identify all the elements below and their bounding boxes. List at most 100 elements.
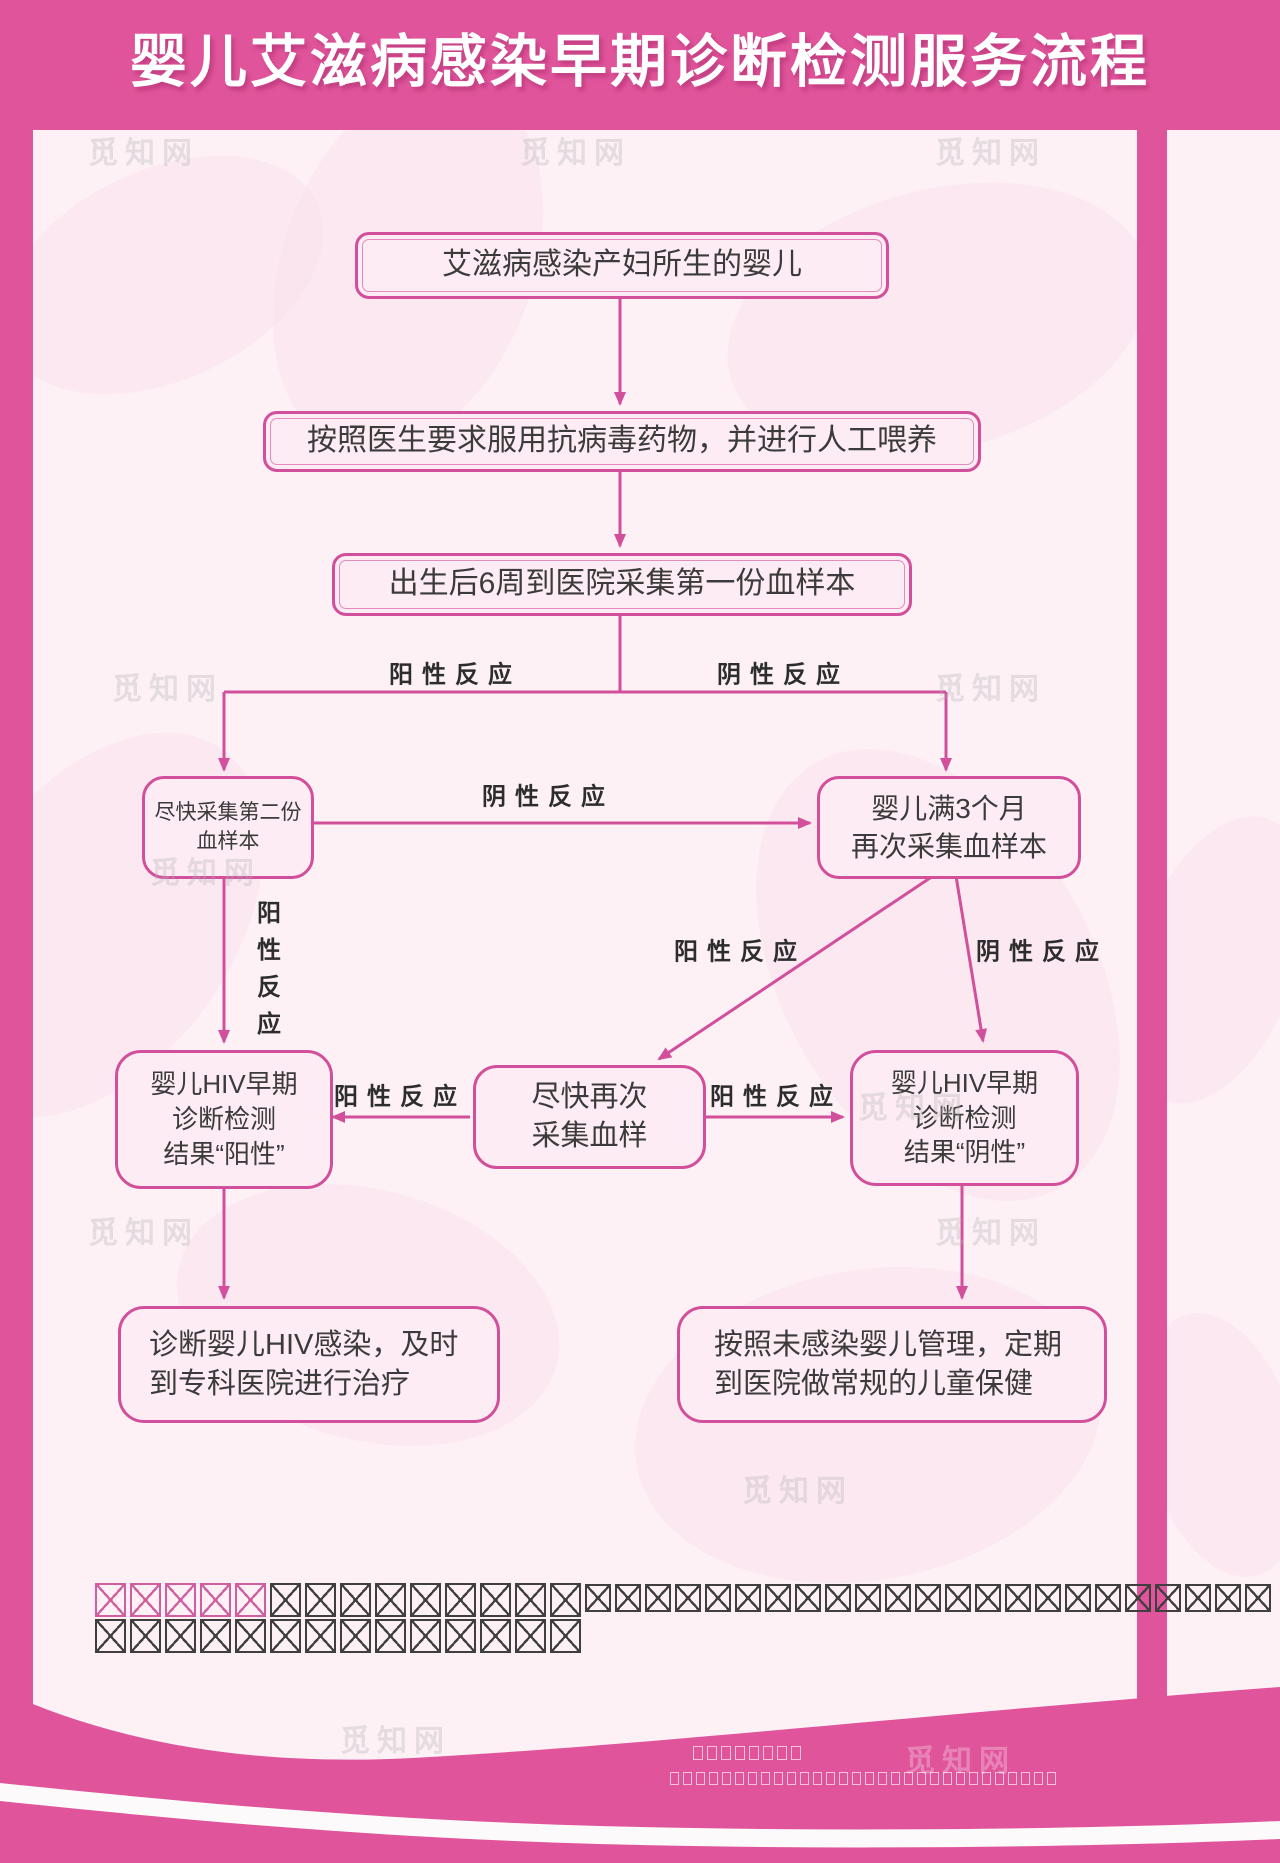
- footer-note-row2: [670, 1772, 1056, 1785]
- flow-box-second-sample-line1: 尽快采集第二份: [154, 801, 302, 825]
- missing-glyph-box: [1008, 1772, 1017, 1785]
- white-swoosh: [0, 1783, 1280, 1848]
- missing-glyph-box: [1095, 1584, 1121, 1612]
- missing-glyph-box: [410, 1583, 441, 1617]
- missing-glyph-box: [761, 1772, 770, 1785]
- flow-box-result-negative: 婴儿HIV早期 诊断检测 结果“阴性”: [850, 1050, 1079, 1186]
- flow-box-treatment-line1: 诊断婴儿HIV感染，及时: [149, 1328, 459, 1361]
- missing-glyph-box: [1065, 1584, 1091, 1612]
- missing-glyph-box: [787, 1772, 796, 1785]
- missing-glyph-box: [675, 1584, 701, 1612]
- flow-box-treatment-line2: 到专科医院进行治疗: [149, 1367, 411, 1400]
- missing-glyph-box: [200, 1619, 231, 1653]
- missing-glyph-box: [763, 1746, 773, 1760]
- flow-box-treatment: 诊断婴儿HIV感染，及时 到专科医院进行治疗: [118, 1306, 500, 1423]
- edge-label-second-positive-vertical: 阳性反应: [252, 900, 279, 1048]
- missing-glyph-box: [749, 1746, 759, 1760]
- flow-box-three-month: 婴儿满3个月 再次采集血样本: [817, 776, 1081, 879]
- missing-glyph-box: [515, 1583, 546, 1617]
- missing-glyph-box: [904, 1772, 913, 1785]
- flow-box-resample: 尽快再次 采集血样: [473, 1065, 706, 1169]
- missing-glyph-box: [943, 1772, 952, 1785]
- missing-glyph-box: [615, 1584, 641, 1612]
- flow-box-start: 艾滋病感染产妇所生的婴儿: [355, 232, 889, 299]
- missing-glyph-box: [795, 1584, 821, 1612]
- missing-glyph-box: [707, 1746, 717, 1760]
- missing-glyph-box: [445, 1583, 476, 1617]
- edge-label-resample-to-positive: 阳性反应: [334, 1084, 466, 1111]
- bottom-note-line2: [95, 1619, 581, 1653]
- footer-note-row1: [693, 1746, 801, 1760]
- missing-glyph-box: [1185, 1584, 1211, 1612]
- missing-glyph-box: [969, 1772, 978, 1785]
- edge-label-three-month-positive: 阳性反应: [674, 939, 806, 966]
- missing-glyph-box: [410, 1619, 441, 1653]
- flow-box-resample-line2: 采集血样: [531, 1120, 648, 1152]
- missing-glyph-box: [825, 1584, 851, 1612]
- missing-glyph-box: [270, 1619, 301, 1653]
- missing-glyph-box: [165, 1619, 196, 1653]
- missing-glyph-box: [813, 1772, 822, 1785]
- missing-glyph-box: [1047, 1772, 1056, 1785]
- missing-glyph-box: [945, 1584, 971, 1612]
- flow-box-first-sample-text: 出生后6周到医院采集第一份血样本: [388, 567, 856, 601]
- missing-glyph-box: [696, 1772, 705, 1785]
- missing-glyph-box: [550, 1583, 581, 1617]
- missing-glyph-box: [1155, 1584, 1181, 1612]
- flow-box-three-month-line1: 婴儿满3个月: [871, 792, 1027, 824]
- flow-box-result-positive-line3: 结果“阳性”: [163, 1138, 285, 1169]
- flow-box-second-sample: 尽快采集第二份 血样本: [142, 776, 314, 879]
- flow-box-resample-line1: 尽快再次: [531, 1081, 648, 1114]
- flow-box-start-text: 艾滋病感染产妇所生的婴儿: [442, 248, 802, 282]
- missing-glyph-box: [709, 1772, 718, 1785]
- missing-glyph-box: [480, 1619, 511, 1653]
- bottom-note-line1: [95, 1583, 1271, 1617]
- missing-glyph-box: [670, 1772, 679, 1785]
- missing-glyph-box: [982, 1772, 991, 1785]
- missing-glyph-box: [777, 1746, 787, 1760]
- missing-glyph-box: [1035, 1584, 1061, 1612]
- missing-glyph-box: [693, 1746, 703, 1760]
- missing-glyph-box: [235, 1619, 266, 1653]
- missing-glyph-box: [270, 1583, 301, 1617]
- missing-glyph-box: [375, 1583, 406, 1617]
- missing-glyph-box: [375, 1619, 406, 1653]
- missing-glyph-box: [585, 1584, 611, 1612]
- missing-glyph-box: [550, 1619, 581, 1653]
- missing-glyph-box: [340, 1619, 371, 1653]
- missing-glyph-box: [975, 1584, 1001, 1612]
- missing-glyph-box: [515, 1619, 546, 1653]
- missing-glyph-box: [915, 1584, 941, 1612]
- missing-glyph-box: [878, 1772, 887, 1785]
- flow-box-second-sample-line2: 血样本: [196, 829, 260, 853]
- missing-glyph-box: [735, 1746, 745, 1760]
- missing-glyph-box: [855, 1584, 881, 1612]
- missing-glyph-box: [995, 1772, 1004, 1785]
- edge-label-second-to-three-month: 阴性反应: [482, 784, 614, 811]
- missing-glyph-box: [1215, 1584, 1241, 1612]
- missing-glyph-box: [445, 1619, 476, 1653]
- missing-glyph-box: [235, 1583, 266, 1617]
- missing-glyph-box: [748, 1772, 757, 1785]
- flow-box-result-negative-line2: 诊断检测: [912, 1102, 1017, 1133]
- missing-glyph-box: [480, 1583, 511, 1617]
- missing-glyph-box: [305, 1619, 336, 1653]
- missing-glyph-box: [917, 1772, 926, 1785]
- missing-glyph-box: [839, 1772, 848, 1785]
- missing-glyph-box: [1245, 1584, 1271, 1612]
- flow-box-healthcare: 按照未感染婴儿管理，定期 到医院做常规的儿童保健: [677, 1306, 1107, 1423]
- flow-box-medicine-text: 按照医生要求服用抗病毒药物，并进行人工喂养: [307, 424, 937, 458]
- bottom-wave-graphic: [0, 1687, 1280, 1863]
- left-border: [0, 0, 33, 1863]
- missing-glyph-box: [1005, 1584, 1031, 1612]
- missing-glyph-box: [891, 1772, 900, 1785]
- flow-box-result-positive-line2: 诊断检测: [171, 1104, 276, 1135]
- flow-box-result-positive-line1: 婴儿HIV早期: [150, 1069, 298, 1100]
- missing-glyph-box: [930, 1772, 939, 1785]
- missing-glyph-box: [852, 1772, 861, 1785]
- missing-glyph-box: [800, 1772, 809, 1785]
- top-banner: [0, 0, 1280, 130]
- right-border: [1137, 130, 1167, 1770]
- missing-glyph-box: [765, 1584, 791, 1612]
